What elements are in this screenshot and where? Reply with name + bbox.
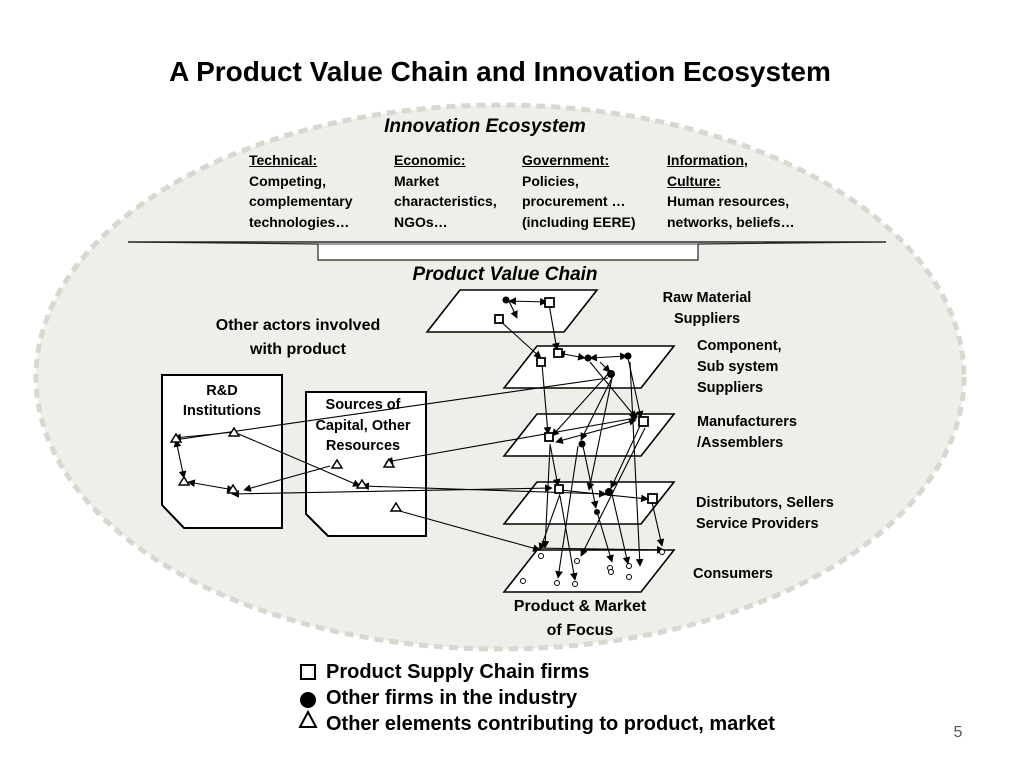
layer-label-line: Distributors, Sellers	[696, 495, 834, 511]
layer-label-line: Sub system	[697, 359, 779, 375]
category-economic: Economic: Market characteristics, NGOs…	[394, 150, 497, 232]
other-actors-line: with product	[250, 341, 346, 358]
rd-line: Institutions	[182, 403, 262, 419]
category-line: (including EERE)	[522, 213, 636, 230]
capital-line: Sources of	[325, 397, 401, 413]
category-line: Competing,	[249, 172, 326, 189]
product-value-chain-title: Product Value Chain	[412, 264, 598, 285]
page-number: 5	[953, 724, 963, 741]
focus-line: of Focus	[546, 622, 614, 639]
layer-label-line: /Assemblers	[697, 435, 784, 451]
category-line: technologies…	[249, 213, 350, 230]
category-line: complementary	[249, 193, 353, 209]
supply-chain-firm-nodes	[494, 297, 658, 504]
legend-triangle-icon	[298, 709, 318, 728]
focus-line: Product & Market	[513, 598, 647, 615]
category-heading: Economic:	[394, 152, 466, 168]
layer-label-line: Suppliers	[697, 380, 764, 396]
category-technical: Technical: Competing, complementary tech…	[249, 150, 352, 232]
legend-circle-label: Other firms in the industry	[326, 687, 578, 709]
product-market-focus-label: Product & Market of Focus	[490, 595, 670, 643]
legend-triangle-label: Other elements contributing to product, …	[326, 713, 775, 735]
layer-label-manufacturers: Manufacturers /Assemblers	[697, 412, 797, 454]
layer-label-line: Consumers	[693, 566, 773, 582]
rd-institutions-label: R&D Institutions	[168, 381, 276, 421]
layer-label-consumers: Consumers	[693, 564, 773, 585]
slide-title: A Product Value Chain and Innovation Eco…	[169, 56, 831, 87]
category-government: Government: Policies, procurement … (inc…	[522, 150, 636, 232]
category-heading-2: Culture:	[667, 172, 721, 189]
legend-square-icon	[300, 664, 316, 680]
category-line: Market	[394, 172, 440, 189]
industry-firm-nodes	[502, 296, 638, 515]
innovation-ecosystem-title: Innovation Ecosystem	[384, 116, 586, 137]
category-heading: Government:	[522, 152, 610, 168]
layer-label-line: Manufacturers	[697, 414, 797, 430]
category-line: procurement …	[522, 193, 626, 209]
category-heading: Technical:	[249, 152, 318, 168]
category-heading: Information,	[667, 152, 748, 168]
legend-circle-icon	[300, 692, 316, 708]
layer-label-line: Component,	[697, 338, 782, 354]
rd-line: R&D	[206, 383, 238, 399]
category-information-culture: Information, Culture: Human resources, n…	[667, 150, 795, 232]
category-line: networks, beliefs…	[667, 213, 795, 230]
legend-square-label: Product Supply Chain firms	[326, 661, 590, 683]
layer-label-distributors: Distributors, Sellers Service Providers	[696, 493, 834, 535]
consumer-nodes	[520, 549, 665, 587]
layer-label-line: Raw Material	[662, 290, 752, 306]
capital-line: Resources	[325, 438, 401, 454]
category-line: characteristics,	[394, 193, 497, 209]
layer-label-line: Suppliers	[673, 311, 741, 327]
value-chain-connections	[173, 297, 665, 581]
category-line: Human resources,	[667, 193, 790, 209]
other-actors-label: Other actors involved with product	[200, 314, 396, 362]
layer-label-component: Component, Sub system Suppliers	[697, 336, 782, 399]
capital-line: Capital, Other	[315, 417, 411, 434]
category-line: NGOs…	[394, 213, 448, 230]
contributing-element-nodes	[169, 426, 403, 512]
layer-component	[502, 345, 676, 389]
other-actors-line: Other actors involved	[215, 317, 381, 334]
capital-resources-label: Sources of Capital, Other Resources	[306, 395, 420, 457]
layer-label-raw-material: Raw Material Suppliers	[640, 288, 774, 330]
category-line: Policies,	[522, 172, 579, 189]
layer-label-line: Service Providers	[696, 516, 819, 532]
